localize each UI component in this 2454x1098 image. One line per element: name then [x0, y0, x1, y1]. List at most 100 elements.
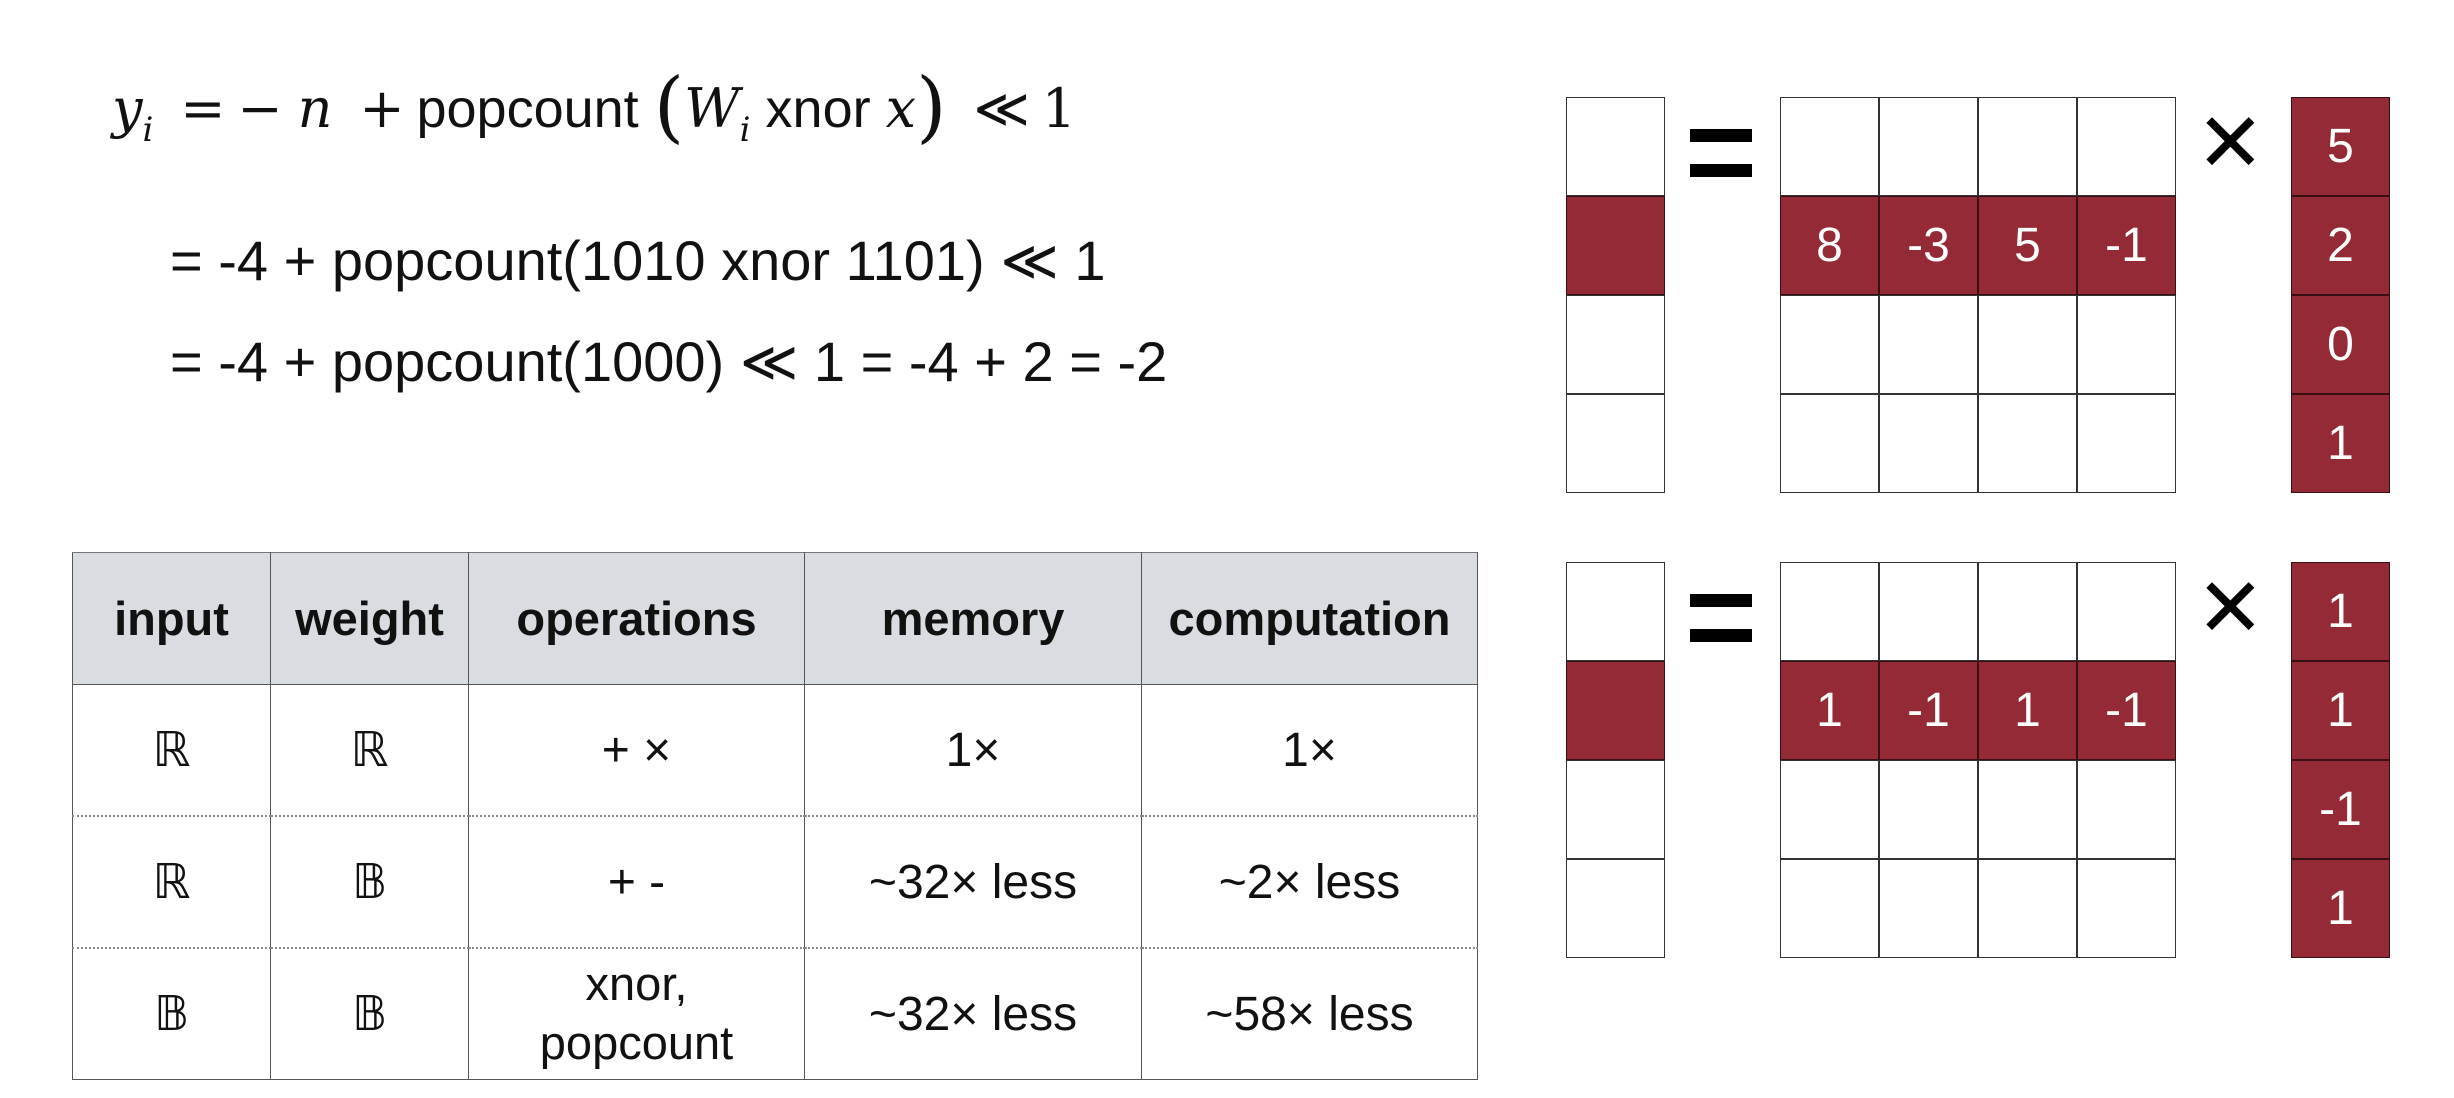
cell-weight: 𝔹 — [270, 815, 469, 948]
ops-line-2: popcount — [539, 1016, 734, 1069]
vector-cell: 1 — [2291, 562, 2390, 661]
vector-cell: 1 — [2291, 394, 2390, 493]
cell-computation: ~58× less — [1141, 947, 1478, 1080]
cell-memory: 1× — [804, 684, 1142, 816]
matrix-cell — [2077, 394, 2176, 493]
matrix-value-cell: -1 — [1879, 661, 1978, 760]
formula-paren-open: ( — [653, 62, 685, 152]
vector-cell: -1 — [2291, 760, 2390, 859]
matrix-value-cell: 1 — [1978, 661, 2077, 760]
equals-icon — [1690, 594, 1752, 642]
output-cell — [1566, 859, 1665, 958]
output-cell — [1566, 394, 1665, 493]
cell-operations: + - — [468, 815, 805, 948]
matrix-value-cell: -1 — [2077, 196, 2176, 295]
matrix-cell — [1780, 562, 1879, 661]
header-weight: weight — [270, 552, 469, 685]
vector-cell: 2 — [2291, 196, 2390, 295]
cell-computation: 1× — [1141, 684, 1478, 816]
matrix-value-cell: 8 — [1780, 196, 1879, 295]
cell-weight: 𝔹 — [270, 947, 469, 1080]
matrix-cell — [1978, 562, 2077, 661]
matrix-cell — [1879, 859, 1978, 958]
formula-paren-close: ) — [916, 62, 947, 152]
output-cell — [1566, 562, 1665, 661]
output-cell — [1566, 196, 1665, 295]
matrix-cell — [1978, 859, 2077, 958]
matrix-cell — [2077, 97, 2176, 196]
formula-plus: + — [359, 77, 405, 140]
cell-operations: + × — [468, 684, 805, 816]
cell-operations: xnor, popcount — [468, 947, 805, 1080]
equals-bar — [1690, 629, 1752, 642]
equals-bar — [1690, 594, 1752, 607]
matrix-cell — [2077, 562, 2176, 661]
matrix-cell — [1978, 394, 2077, 493]
matrix-cell — [1978, 295, 2077, 394]
vector-cell: 1 — [2291, 859, 2390, 958]
equals-bar — [1690, 129, 1752, 142]
formula-xnor: xnor — [765, 79, 871, 139]
table-row: 𝔹 𝔹 xnor, popcount ~32× less ~58× less — [72, 947, 1478, 1080]
header-input: input — [72, 552, 271, 685]
output-cell — [1566, 661, 1665, 760]
header-computation: computation — [1141, 552, 1478, 685]
matrix-value-cell: -3 — [1879, 196, 1978, 295]
matrix-cell — [1780, 859, 1879, 958]
cell-memory: ~32× less — [804, 815, 1142, 948]
formula-line-2: = -4 + popcount(1010 xnor 1101) ≪ 1 — [170, 229, 1106, 292]
formula-popcount: popcount — [416, 79, 639, 139]
matrix-cell — [1780, 97, 1879, 196]
table-header-row: input weight operations memory computati… — [72, 552, 1478, 685]
comparison-table: input weight operations memory computati… — [72, 552, 1478, 1080]
matrix-cell — [1780, 760, 1879, 859]
header-memory: memory — [804, 552, 1142, 685]
matrix-cell — [1780, 295, 1879, 394]
matrix-value-cell: 5 — [1978, 196, 2077, 295]
cell-input: ℝ — [72, 684, 271, 816]
cell-operations-text: xnor, popcount — [540, 955, 733, 1073]
matrix-cell — [2077, 859, 2176, 958]
formula-one: 1 — [1041, 77, 1077, 140]
matrix-cell — [1879, 760, 1978, 859]
output-cell — [1566, 97, 1665, 196]
matrix-cell — [1879, 562, 1978, 661]
equals-icon — [1690, 129, 1752, 177]
formula-y: y — [112, 77, 143, 140]
vector-cell: 0 — [2291, 295, 2390, 394]
output-cell — [1566, 760, 1665, 859]
formula-W-sub: i — [739, 110, 751, 150]
cell-computation: ~2× less — [1141, 815, 1478, 948]
matrix-cell — [1879, 97, 1978, 196]
times-icon: ✕ — [2196, 96, 2265, 191]
vector-cell: 5 — [2291, 97, 2390, 196]
formula-line-3: = -4 + popcount(1000) ≪ 1 = -4 + 2 = -2 — [170, 330, 1168, 393]
formula-y-sub: i — [142, 110, 154, 150]
matrix-cell — [1978, 97, 2077, 196]
header-operations: operations — [468, 552, 805, 685]
matrix-value-cell: 1 — [1780, 661, 1879, 760]
equals-bar — [1690, 164, 1752, 177]
formula-W: W — [684, 77, 740, 140]
matrix-value-cell: -1 — [2077, 661, 2176, 760]
cell-memory: ~32× less — [804, 947, 1142, 1080]
matrix-cell — [1879, 295, 1978, 394]
matrix-cell — [2077, 295, 2176, 394]
formula-x: x — [885, 77, 917, 140]
formula-shift: ≪ — [973, 77, 1030, 140]
formula-equals: = — [180, 77, 226, 140]
matrix-cell — [1879, 394, 1978, 493]
output-cell — [1566, 295, 1665, 394]
table-row: ℝ 𝔹 + - ~32× less ~2× less — [72, 815, 1478, 948]
ops-line-1: xnor, — [585, 957, 688, 1011]
formula-minus: − — [237, 77, 283, 140]
times-icon: ✕ — [2196, 561, 2265, 656]
cell-input: ℝ — [72, 815, 271, 948]
matrix-cell — [2077, 760, 2176, 859]
matrix-cell — [1978, 760, 2077, 859]
matrix-cell — [1780, 394, 1879, 493]
formula-line-1: yi =− n +popcount (Wi xnor x) ≪1 — [112, 62, 1077, 147]
formula-n: n — [297, 77, 333, 140]
cell-weight: ℝ — [270, 684, 469, 816]
table-row: ℝ ℝ + × 1× 1× — [72, 684, 1478, 816]
